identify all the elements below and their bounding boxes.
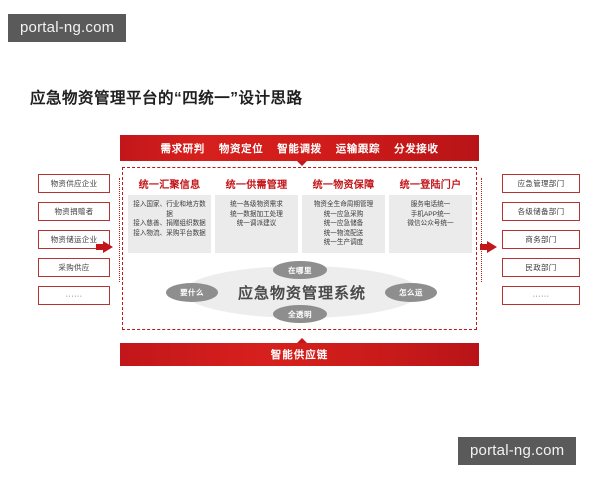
top-bar-item-1: 需求研判 bbox=[160, 142, 205, 155]
right-entity-column: 应急管理部门 各级储备部门 商务部门 民政部门 ······ bbox=[502, 174, 580, 305]
pillar-material-guarantee: 统一物资保障 物资全生命周期管理 统一应急采购 统一应急储备 统一物流配送 统一… bbox=[302, 176, 385, 253]
pillar-unified-portal: 统一登陆门户 服务电话统一 手机APP统一 微信公众号统一 bbox=[389, 176, 472, 253]
left-box-supply-enterprise: 物资供应企业 bbox=[38, 174, 110, 193]
pillar-heading: 统一物资保障 bbox=[312, 180, 375, 191]
left-arrow-stem-icon bbox=[96, 244, 105, 250]
right-box-commerce: 商务部门 bbox=[502, 230, 580, 249]
pillar-line: 接入物流、采购平台数据 bbox=[133, 229, 206, 237]
bubble-how-to-ship: 怎么运 bbox=[385, 283, 437, 302]
pillar-line: 微信公众号统一 bbox=[407, 220, 454, 228]
pillar-line: 物资全生命周期管理 bbox=[313, 201, 374, 208]
pillar-line: 接入国家、行业和地方数据 bbox=[133, 201, 206, 218]
pillar-line: 统一应急储备 bbox=[323, 220, 364, 228]
bottom-bar-notch-icon bbox=[297, 338, 307, 343]
bottom-bar-label: 智能供应链 bbox=[270, 349, 329, 361]
top-bar-item-3: 智能调拨 bbox=[277, 142, 322, 155]
pillar-line: 统一生产调度 bbox=[323, 239, 364, 247]
left-arrow-icon bbox=[103, 241, 113, 253]
pillar-body: 接入国家、行业和地方数据 接入慈善、捐赠组织数据 接入物流、采购平台数据 bbox=[128, 195, 211, 253]
pillar-group: 统一汇聚信息 接入国家、行业和地方数据 接入慈善、捐赠组织数据 接入物流、采购平… bbox=[128, 176, 472, 253]
right-box-reserve-departments: 各级储备部门 bbox=[502, 202, 580, 221]
bubble-where: 在哪里 bbox=[273, 261, 327, 279]
center-system-label: 应急物资管理系统 bbox=[237, 284, 366, 302]
pillar-heading: 统一供需管理 bbox=[225, 180, 288, 191]
pillar-line: 统一调派建议 bbox=[236, 220, 277, 228]
pillar-line: 统一各级物资需求 bbox=[230, 201, 283, 208]
left-connector-spine bbox=[119, 178, 120, 282]
pillar-body: 统一各级物资需求 统一数据加工处理 统一调派建议 bbox=[215, 195, 298, 253]
top-bar-notch-icon bbox=[297, 161, 307, 166]
left-box-procurement-supply: 采购供应 bbox=[38, 258, 110, 277]
right-box-civil-affairs: 民政部门 bbox=[502, 258, 580, 277]
pillar-line: 统一应急采购 bbox=[323, 210, 364, 218]
pillar-line: 服务电话统一 bbox=[410, 201, 451, 208]
top-process-bar: 需求研判 物资定位 智能调拨 运输跟踪 分发接收 bbox=[120, 135, 479, 161]
pillar-line: 统一数据加工处理 bbox=[230, 210, 283, 218]
pillar-line: 接入慈善、捐赠组织数据 bbox=[133, 220, 206, 228]
pillar-body: 物资全生命周期管理 统一应急采购 统一应急储备 统一物流配送 统一生产调度 bbox=[302, 195, 385, 253]
bottom-supply-chain-bar: 智能供应链 bbox=[120, 343, 479, 366]
pillar-line: 统一物流配送 bbox=[323, 229, 364, 237]
left-box-more: ······ bbox=[38, 286, 110, 305]
dashed-boundary bbox=[122, 167, 477, 330]
top-bar-item-2: 物资定位 bbox=[218, 142, 264, 155]
left-entity-column: 物资供应企业 物资捐赠者 物资储运企业 采购供应 ······ bbox=[38, 174, 110, 305]
pillar-line: 手机APP统一 bbox=[410, 210, 451, 218]
top-bar-item-4: 运输跟踪 bbox=[335, 142, 381, 155]
pillar-unified-info: 统一汇聚信息 接入国家、行业和地方数据 接入慈善、捐赠组织数据 接入物流、采购平… bbox=[128, 176, 211, 253]
right-box-emergency-management: 应急管理部门 bbox=[502, 174, 580, 193]
watermark-bottom: portal-ng.com bbox=[458, 437, 577, 465]
left-box-storage-transport-enterprise: 物资储运企业 bbox=[38, 230, 110, 249]
page-title: 应急物资管理平台的“四统一”设计思路 bbox=[30, 90, 303, 107]
pillar-body: 服务电话统一 手机APP统一 微信公众号统一 bbox=[389, 195, 472, 253]
right-arrow-stem-icon bbox=[480, 244, 489, 250]
pillar-heading: 统一汇聚信息 bbox=[138, 180, 201, 191]
bubble-what: 要什么 bbox=[166, 283, 218, 302]
right-connector-spine bbox=[481, 178, 482, 282]
pillar-heading: 统一登陆门户 bbox=[399, 180, 462, 191]
right-arrow-icon bbox=[487, 241, 497, 253]
left-box-donor: 物资捐赠者 bbox=[38, 202, 110, 221]
top-bar-item-5: 分发接收 bbox=[394, 142, 439, 155]
pillar-supply-demand: 统一供需管理 统一各级物资需求 统一数据加工处理 统一调派建议 bbox=[215, 176, 298, 253]
right-box-more: ······ bbox=[502, 286, 580, 305]
watermark-top: portal-ng.com bbox=[8, 14, 127, 42]
bubble-transparent: 全透明 bbox=[273, 305, 327, 323]
